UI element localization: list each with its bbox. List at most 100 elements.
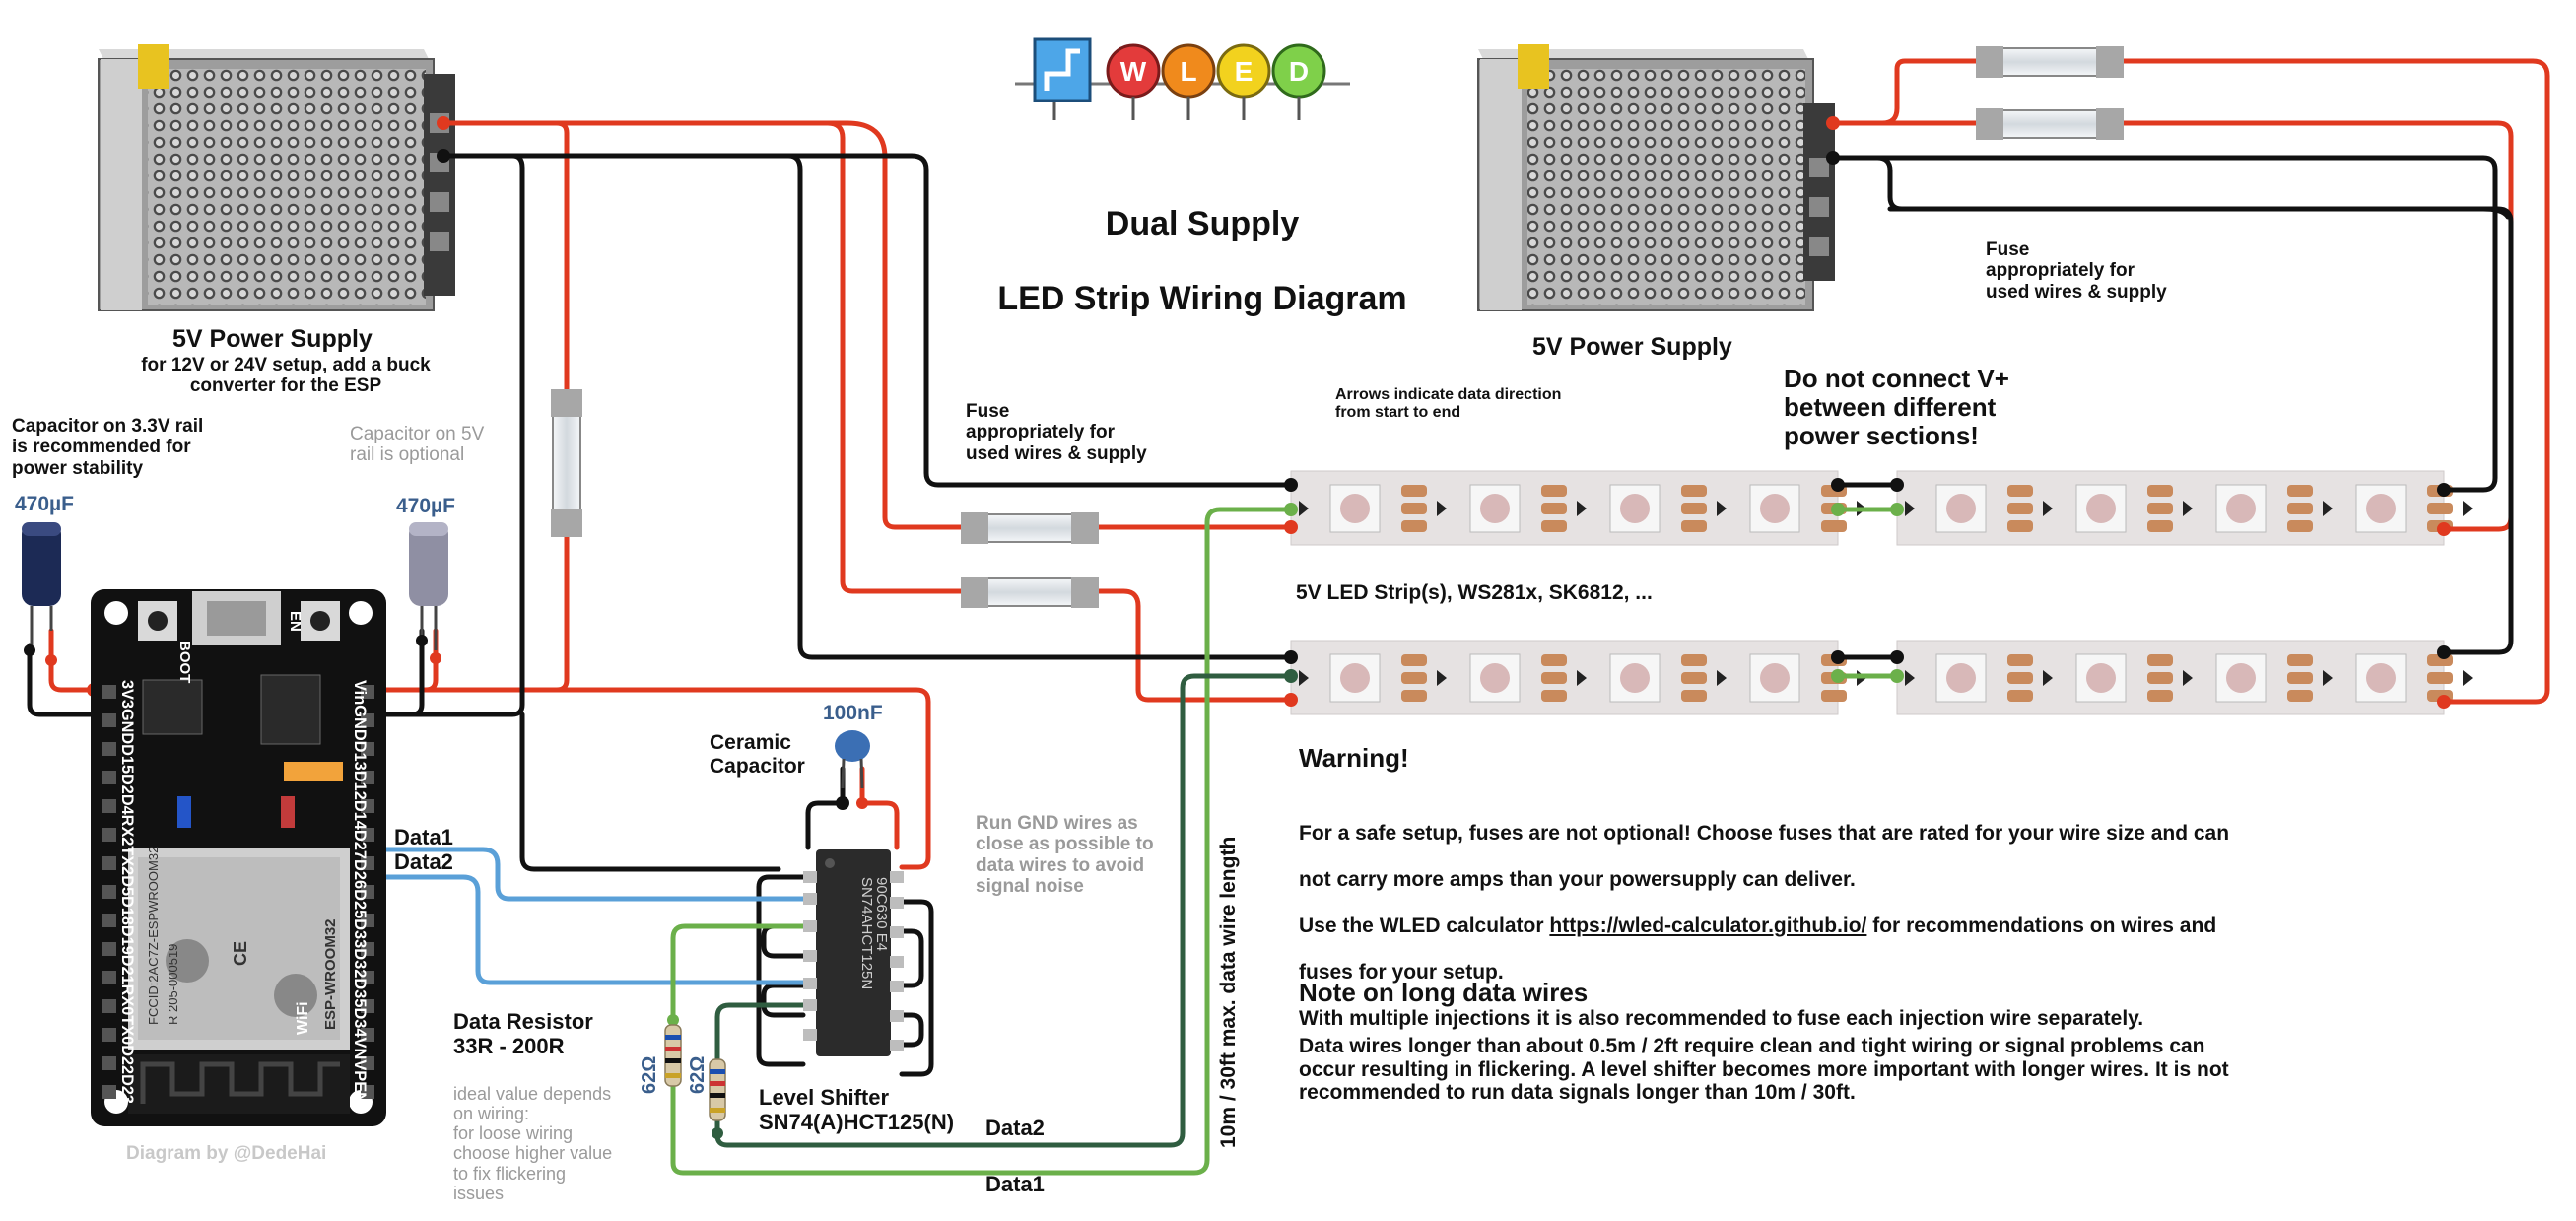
led-chip-die (1340, 663, 1370, 693)
data-direction-arrow (2183, 670, 2193, 686)
no-connect-warning: Do not connect V+ between different powe… (1784, 364, 2009, 451)
chip-pins (803, 871, 904, 1051)
data-direction-arrow (1299, 670, 1309, 686)
esp-pin (361, 713, 374, 727)
wire-gnd (899, 899, 934, 1077)
warning-line-1: For a safe setup, fuses are not optional… (1299, 821, 2230, 845)
esp-pin (102, 828, 116, 842)
strip-pad (2287, 654, 2313, 666)
calculator-link[interactable]: https://wled-calculator.github.io/ (1549, 914, 1867, 937)
title-line-1: Dual Supply (1105, 205, 1300, 243)
long-wires-body: Data wires longer than about 0.5m / 2ft … (1299, 1035, 2229, 1105)
warning-title: Warning! (1299, 743, 1409, 773)
led-chip-die (1620, 494, 1650, 523)
led-chip-die (1480, 494, 1510, 523)
esp-pin (102, 1056, 116, 1070)
esp-pin (361, 914, 374, 927)
led-chip-die (1946, 663, 1976, 693)
strip-pad (1401, 654, 1427, 666)
wire-gnd (519, 712, 781, 872)
esp-module-r: R 205-000519 (166, 944, 180, 1025)
esp-pin (361, 828, 374, 842)
esp32-pins (102, 685, 374, 1099)
wire-vplus (372, 628, 439, 693)
wire-vplus (2116, 120, 2514, 532)
led-chip-die (1480, 663, 1510, 693)
esp-pin (102, 914, 116, 927)
strip-pad (1821, 520, 1847, 532)
strip-pad (2427, 672, 2453, 684)
resistor-note: ideal value depends on wiring: for loose… (453, 1084, 613, 1203)
resistor-r2-value: 62Ω (687, 1055, 709, 1094)
esp-right-pin-labels: VinGNDD13D12D14D27D26D25D33D32D35D34VNVP… (351, 680, 370, 1104)
strip-pad (1401, 672, 1427, 684)
esp-module-text: ESP-WROOM32 (322, 918, 339, 1030)
strip-pad (1541, 520, 1567, 532)
gnd-routing-note: Run GND wires as close as possible to da… (976, 813, 1154, 897)
wire-vplus (441, 120, 570, 397)
esp-pin (361, 971, 374, 984)
diagram-title: Dual Supply LED Strip Wiring Diagram (946, 168, 1458, 355)
level-shifter-label: Level Shifter SN74(A)HCT125(N) (759, 1085, 955, 1134)
esp-pin (102, 1028, 116, 1042)
data2-label-esp: Data2 (394, 849, 453, 874)
led-strips (1290, 470, 2473, 715)
led-chip (2075, 484, 2127, 533)
psu-left-note: for 12V or 24V setup, add a buck convert… (141, 355, 431, 397)
warning-line-4: fuses for your setup. (1299, 960, 1504, 984)
esp-ce: CE (231, 941, 250, 966)
strip-pad (1401, 485, 1427, 497)
cap-right-note: Capacitor on 5V rail is optional (350, 424, 485, 466)
wire-gnd (805, 766, 846, 850)
data-direction-arrow (2043, 670, 2053, 686)
wire-vplus (1091, 588, 1294, 703)
esp32-board (91, 589, 386, 1126)
strip-pad (2287, 520, 2313, 532)
fuse-note-middle: Fuse appropriately for used wires & supp… (966, 401, 1147, 464)
level-shifter-chip: SN74AHCT125N 90C630 E4 (816, 849, 891, 1056)
strip-pad (1681, 690, 1707, 702)
wire-gnd (761, 983, 806, 1018)
data-direction-arrow (2323, 670, 2333, 686)
esp-pin (102, 971, 116, 984)
strip-pad (2147, 485, 2173, 497)
strip-pad (1681, 654, 1707, 666)
esp-pin (361, 742, 374, 756)
resistor-data1 (664, 1024, 682, 1087)
data1-label-bottom: Data1 (985, 1172, 1045, 1196)
wire-length-note: 10m / 30ft max. data wire length (1217, 836, 1240, 1148)
esp-pin (102, 799, 116, 813)
data-direction-arrow (2323, 501, 2333, 516)
esp-pin (102, 942, 116, 956)
wire-vplus (48, 628, 97, 693)
esp-module-id: FCCID:2AC7Z-ESPWROOM32 (146, 847, 161, 1025)
strip-pad (1541, 672, 1567, 684)
long-wires-title: Note on long data wires (1299, 978, 1589, 1007)
strip-pad (2007, 520, 2033, 532)
data-direction-arrow (2463, 670, 2473, 686)
wire-vplus (441, 120, 969, 594)
fuse (1976, 46, 2124, 78)
strip-pad (1401, 520, 1427, 532)
resistor-r1-value: 62Ω (639, 1055, 660, 1094)
esp-pin (361, 942, 374, 956)
strip-pad (2007, 503, 2033, 514)
strip-pad (2287, 690, 2313, 702)
esp-wifi: WiFi (295, 1001, 311, 1035)
logo-letter: E (1235, 56, 1254, 87)
ceramic-cap-label: Ceramic Capacitor (710, 731, 805, 778)
cap-left-note: Capacitor on 3.3V rail is recommended fo… (12, 416, 204, 479)
wire-vplus (859, 766, 900, 850)
wled-logo: W L E D (1015, 37, 1350, 120)
wire-vplus (357, 529, 570, 698)
data-direction-arrow (2463, 501, 2473, 516)
strip-pad (1821, 690, 1847, 702)
strip-pad (2007, 654, 2033, 666)
wire-gnd (1887, 206, 2514, 655)
led-strip-segment (1290, 640, 1839, 715)
warning-line-5: With multiple injections it is also reco… (1299, 1006, 2144, 1030)
strip-pad (1681, 520, 1707, 532)
data-direction-arrow (1905, 670, 1915, 686)
diagram-credit: Diagram by @DedeHai (126, 1143, 327, 1164)
cap-left-value: 470µF (15, 493, 74, 515)
